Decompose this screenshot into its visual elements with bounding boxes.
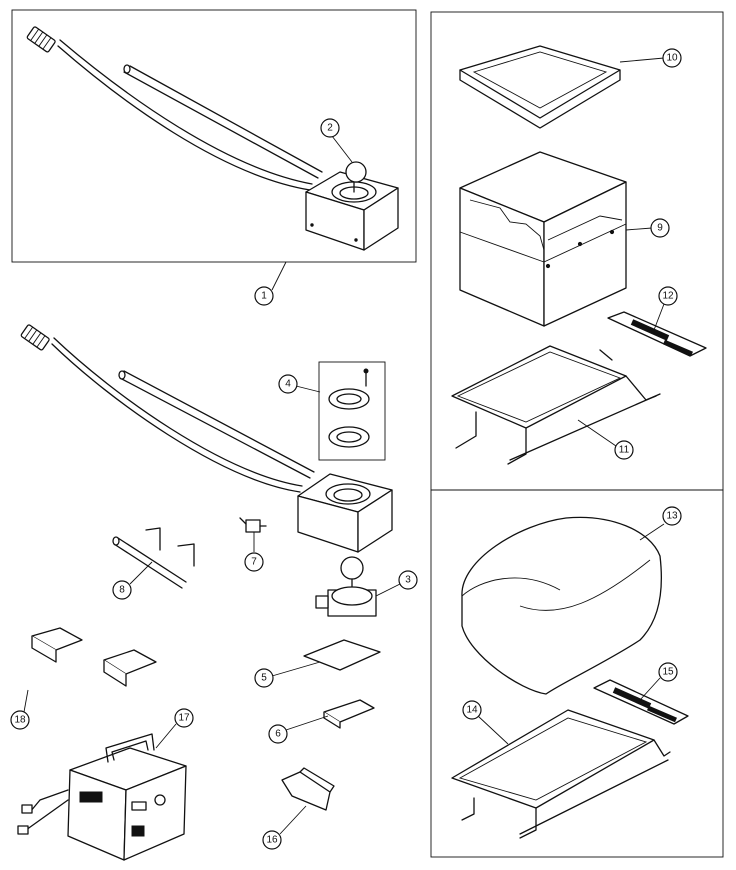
plate-drawing [303,639,381,671]
callout-16: 16 [262,805,307,850]
strap-drawing-lower [593,679,689,725]
callout-10: 10 [619,48,682,68]
foot-pad-drawing [281,767,335,811]
callout-12: 12 [653,286,678,331]
svg-text:4: 4 [285,379,291,390]
callout-15: 15 [639,662,678,701]
callout-9: 9 [625,218,670,238]
bracket-drawing [112,527,195,589]
callout-8: 8 [112,561,153,600]
svg-text:3: 3 [405,575,411,586]
svg-text:1: 1 [261,291,267,302]
svg-text:11: 11 [619,445,630,456]
svg-text:10: 10 [666,53,678,64]
svg-text:5: 5 [261,673,267,684]
basket-drawing [459,151,627,327]
svg-text:2: 2 [327,123,333,134]
callout-5: 5 [254,661,321,688]
callout-14: 14 [462,700,509,745]
cover-drawing [461,516,663,695]
cable-harness-drawing [18,627,157,710]
callout-1: 1 [254,261,287,306]
callout-4: 4 [278,374,321,394]
callout-11: 11 [577,419,634,460]
frame-joystick-assembly [11,9,417,263]
svg-text:12: 12 [662,291,674,302]
callout-3: 3 [375,570,418,597]
tray-bracket-drawing-lower [451,709,671,839]
svg-text:15: 15 [662,667,674,678]
seal-kit-drawing [318,361,386,461]
clip-drawing [323,699,375,729]
svg-text:18: 18 [14,715,26,726]
frame-tray-assembly [430,489,724,858]
svg-text:6: 6 [275,729,281,740]
svg-text:8: 8 [119,585,125,596]
joystick-assembly-drawing [26,26,399,251]
gimbal-drawing [315,556,377,617]
svg-text:7: 7 [251,557,257,568]
callout-18: 18 [10,689,30,730]
strap-drawing-upper [607,311,707,357]
tray-bracket-drawing-upper [451,345,661,465]
joystick-body-drawing [20,324,393,553]
callout-6: 6 [268,715,329,744]
svg-text:13: 13 [666,511,678,522]
svg-text:17: 17 [178,713,190,724]
svg-text:16: 16 [266,835,278,846]
switch-drawing [239,517,267,533]
svg-text:14: 14 [466,705,478,716]
transformer-box-drawing [17,733,187,861]
callout-2: 2 [320,118,353,163]
callout-7: 7 [244,532,264,572]
callout-13: 13 [639,506,682,541]
callout-17: 17 [155,708,194,749]
lid-drawing [459,45,621,129]
svg-text:9: 9 [657,223,663,234]
